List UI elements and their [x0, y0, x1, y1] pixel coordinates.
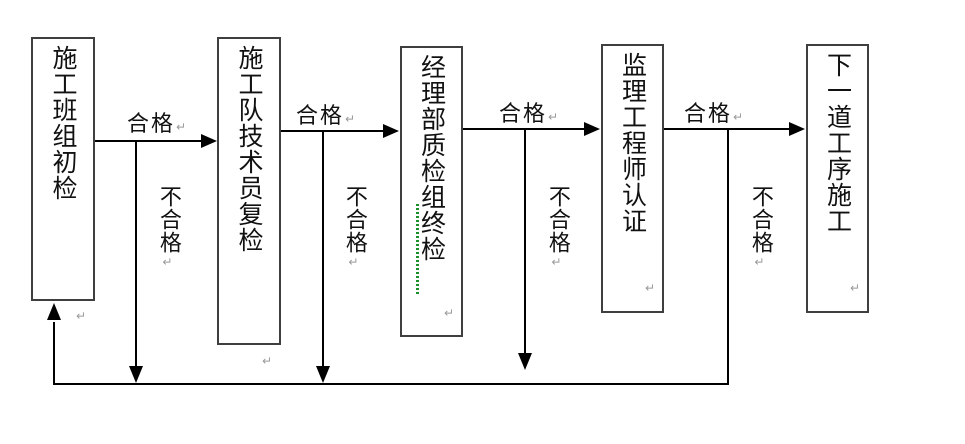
- pass-edge-2-text: 合格: [296, 104, 345, 129]
- pilcrow-mark-pass-1: ↵: [176, 120, 189, 134]
- pass-edge-1-line: [95, 140, 203, 142]
- fail-edge-2-arrowhead: [316, 366, 330, 383]
- pilcrow-mark-pass-3: ↵: [548, 110, 561, 124]
- process-box-2[interactable]: 施工队技术员复检 ↵: [217, 37, 281, 368]
- fail-edge-4-label: 不合格↵: [744, 185, 776, 271]
- pass-edge-4-arrowhead: [789, 122, 805, 136]
- pilcrow-mark-fail-3: ↵: [551, 255, 563, 269]
- pass-edge-2-label: 合格↵: [296, 98, 357, 130]
- pilcrow-mark-1: ↵: [76, 309, 87, 323]
- pass-edge-1-arrowhead: [201, 134, 217, 148]
- pilcrow-mark-fail-1: ↵: [162, 255, 174, 269]
- process-box-3[interactable]: 经理部质检组终检 ↵: [400, 46, 463, 337]
- pilcrow-mark-4: ↵: [645, 281, 656, 295]
- pass-edge-1-text: 合格: [127, 112, 176, 137]
- fail-edge-4-line: [727, 129, 729, 384]
- process-box-2-label: 施工队技术员复检: [235, 45, 264, 253]
- fail-edge-2-text: 不合格: [341, 185, 367, 254]
- fail-edge-4-text: 不合格: [747, 185, 773, 254]
- pass-edge-3-arrowhead: [584, 122, 600, 136]
- pilcrow-mark-2: ↵: [262, 354, 273, 368]
- process-box-4-label: 监理工程师认证: [618, 52, 648, 234]
- process-box-5-label: 下一道工序施工: [823, 52, 853, 234]
- fail-edge-3-arrowhead: [518, 353, 532, 370]
- pilcrow-mark-fail-4: ↵: [754, 255, 766, 269]
- pilcrow-mark-3: ↵: [444, 306, 455, 320]
- process-box-4[interactable]: 监理工程师认证 ↵: [601, 44, 664, 313]
- return-bus-arrowhead: [47, 303, 61, 320]
- fail-edge-3-text: 不合格: [544, 185, 570, 254]
- fail-edge-1-text: 不合格: [155, 185, 181, 254]
- process-box-5[interactable]: 下一道工序施工 ↵: [806, 44, 869, 313]
- fail-edge-3-line: [524, 129, 526, 353]
- process-box-3-label: 经理部质检组终检: [417, 54, 447, 262]
- fail-edge-1-label: 不合格↵: [152, 185, 184, 271]
- pass-edge-2-line: [281, 130, 385, 132]
- return-bus-riser: [53, 322, 55, 384]
- fail-edge-2-label: 不合格↵: [338, 185, 370, 271]
- pass-edge-2-arrowhead: [383, 124, 399, 138]
- pass-edge-1-label: 合格↵: [127, 106, 188, 138]
- pilcrow-mark-fail-2: ↵: [348, 255, 360, 269]
- pilcrow-mark-pass-4: ↵: [733, 110, 746, 124]
- fail-edge-1-line: [135, 141, 137, 366]
- process-box-1-label: 施工班组初检: [49, 45, 78, 201]
- pass-edge-3-label: 合格↵: [499, 96, 560, 128]
- process-box-1[interactable]: 施工班组初检 ↵: [31, 37, 95, 323]
- spellcheck-squiggle: [416, 204, 419, 294]
- pass-edge-3-text: 合格: [499, 102, 548, 127]
- return-bus-line: [53, 383, 729, 385]
- pass-edge-4-label: 合格↵: [684, 96, 745, 128]
- pass-edge-4-text: 合格: [684, 102, 733, 127]
- pilcrow-mark-pass-2: ↵: [345, 112, 358, 126]
- fail-edge-2-line: [322, 131, 324, 366]
- fail-edge-1-arrowhead: [129, 366, 143, 383]
- fail-edge-3-label: 不合格↵: [541, 185, 573, 271]
- pilcrow-mark-5: ↵: [850, 281, 861, 295]
